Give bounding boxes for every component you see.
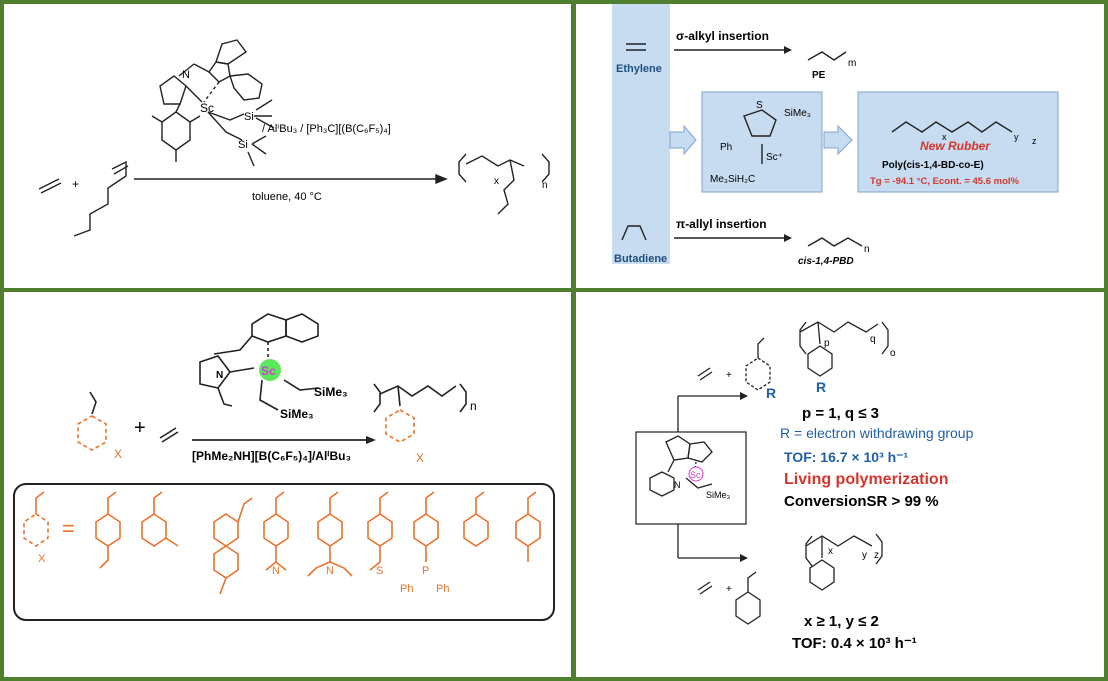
conversion-label: ConversionSR > 99 % (784, 493, 939, 510)
monomer-scope-box (13, 483, 555, 621)
scheme-2-svg: Ethylene Butadiene σ-alkyl insertion π-a… (612, 4, 1059, 267)
pbd-label: cis-1,4-PBD (798, 256, 854, 267)
cocatalyst-label: / AlⁱBu₃ / [Ph₃C][(B(C₆F₅)₄] (262, 123, 391, 135)
sigma-insertion-label: σ-alkyl insertion (676, 29, 769, 43)
pq-label: p = 1, q ≤ 3 (802, 405, 879, 422)
repeat-x: x (494, 176, 499, 187)
n-atom-label-1: N (272, 565, 280, 577)
me3sih2c-label: Me₃SiH₂C (710, 174, 755, 185)
sc-cation-circle (688, 466, 704, 482)
sime3-label-a: SiMe₃ (314, 385, 348, 399)
repeat-q: q (870, 334, 876, 345)
repeat-n: n (470, 399, 477, 413)
sime3-label: SiMe₃ (706, 490, 731, 500)
fluorenyl-ring (208, 61, 231, 83)
scope-x-label: X (38, 553, 46, 565)
conditions-label: toluene, 40 °C (252, 191, 322, 203)
sc-atom-label: Sc (261, 364, 276, 378)
r-substituent-monomer: R (766, 385, 776, 401)
panel-scandium-ethylene-hexene: N Sc Si Si + / AlⁱBu₃ / [Ph₃C][(B(C₆F₅)₄… (4, 4, 571, 288)
scheme-4-svg: Sc N SiMe₃ + + R R p q o x y z p = 1, q … (635, 321, 974, 652)
sc-atom-label: Sc (200, 101, 214, 115)
plus-top: + (726, 370, 732, 381)
n-atom-label: N (216, 370, 223, 381)
imidazole-ring (159, 75, 187, 105)
n-atom-label-2: N (326, 565, 334, 577)
repeat-y: y (1014, 132, 1019, 142)
poly-label: Poly(cis-1,4-BD-co-E) (882, 160, 984, 171)
ph-label-1: Ph (400, 583, 413, 595)
s-atom-label: S (376, 565, 383, 577)
sc-highlight (259, 359, 281, 381)
butadiene-label: Butadiene (614, 253, 667, 265)
plus-sign: + (72, 177, 79, 191)
si-atom-label-2: Si (238, 139, 248, 151)
panel-polar-styrene: Sc N SiMe₃ + + R R p q o x y z p = 1, q … (576, 292, 1104, 677)
thiophene-ring (743, 109, 777, 137)
tof-bottom-label: TOF: 0.4 × 10³ h⁻¹ (792, 635, 917, 652)
fluorenyl-ring (251, 313, 287, 343)
n-atom-label: N (674, 480, 681, 490)
x-substituent: X (114, 447, 122, 461)
repeat-p: p (824, 338, 830, 349)
sc-atom-label: Sc (690, 470, 701, 480)
plus-bottom: + (726, 584, 732, 595)
equals-sign: = (62, 516, 75, 541)
repeat-y: y (862, 550, 867, 561)
repeat-x: x (828, 546, 833, 557)
sc-cation-label: Sc⁺ (766, 152, 783, 163)
monomer-column (612, 4, 670, 264)
n-atom-label: N (182, 69, 190, 81)
repeat-n: n (542, 180, 548, 191)
repeat-x: x (942, 132, 947, 142)
styrene-ring (77, 415, 107, 451)
ethylene-label: Ethylene (616, 63, 662, 75)
xy-label: x ≥ 1, y ≤ 2 (804, 613, 879, 630)
repeat-z: z (874, 550, 879, 561)
mesityl-ring (161, 111, 191, 151)
repeat-o: o (890, 348, 896, 359)
cocatalyst-label: [PhMe₂NH][B(C₆F₅)₄]/AlⁱBu₃ (192, 449, 351, 463)
p-atom-label: P (422, 565, 429, 577)
sime3-label: SiMe₃ (784, 108, 811, 119)
tg-label: Tg = -94.1 °C, Econt. = 45.6 mol% (870, 176, 1020, 187)
product-box (857, 91, 1059, 193)
repeat-n: n (864, 244, 870, 255)
r-substituent-product: R (816, 379, 826, 395)
plus-sign: + (134, 417, 146, 439)
panel-styrene-copolymerization: Sc SiMe₃ SiMe₃ N + X [PhMe₂NH][B(C₆F₅)₄]… (4, 292, 571, 677)
pe-label: PE (812, 70, 826, 81)
panel-butadiene-ethylene: Ethylene Butadiene σ-alkyl insertion π-a… (576, 4, 1104, 288)
scheme-3-svg: Sc SiMe₃ SiMe₃ N + X [PhMe₂NH][B(C₆F₅)₄]… (13, 313, 555, 621)
catalyst-box (701, 91, 823, 193)
repeat-m: m (848, 58, 856, 69)
scheme-1-svg: N Sc Si Si + / AlⁱBu₃ / [Ph₃C][(B(C₆F₅)₄… (38, 39, 550, 237)
pi-insertion-label: π-allyl insertion (676, 217, 767, 231)
sime3-label-b: SiMe₃ (280, 407, 314, 421)
r-definition-label: R = electron withdrawing group (780, 425, 974, 441)
s-atom-label: S (756, 100, 763, 111)
si-atom-label: Si (244, 111, 254, 123)
repeat-z: z (1032, 136, 1037, 146)
ph-label: Ph (720, 142, 732, 153)
ph-label-2: Ph (436, 583, 449, 595)
tof-top-label: TOF: 16.7 × 10³ h⁻¹ (784, 449, 909, 465)
imidazole-ring (199, 355, 231, 389)
living-polymerization-label: Living polymerization (784, 471, 948, 488)
product-x-substituent: X (416, 451, 424, 465)
new-rubber-label: New Rubber (920, 139, 991, 153)
